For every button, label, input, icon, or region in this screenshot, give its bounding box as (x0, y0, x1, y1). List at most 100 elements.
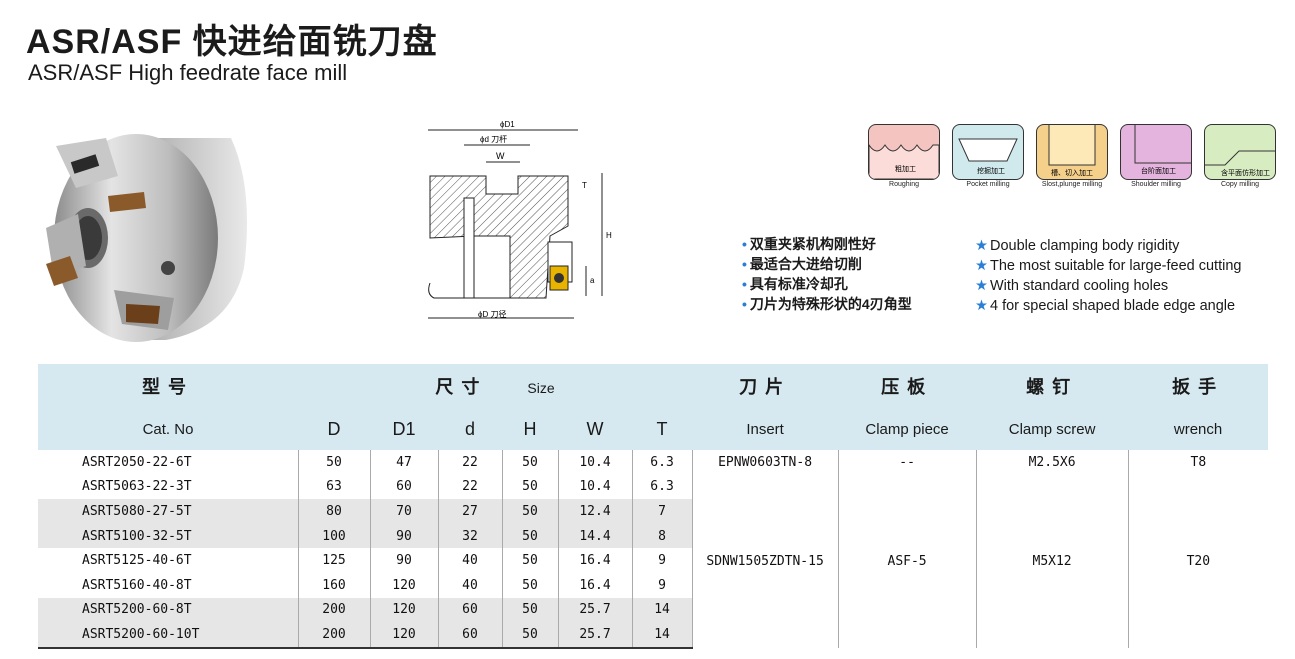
app-pocket-caption: Pocket milling (966, 181, 1010, 188)
shoulder-icon: 台阶面加工 (1120, 124, 1192, 180)
cell-T: 9 (631, 572, 693, 598)
header-screw-en: Clamp screw (976, 408, 1129, 450)
features-cn: •双重夹紧机构刚性好 •最适合大进给切削 •具有标准冷却孔 •刀片为特殊形状的4… (742, 234, 912, 314)
cell-D: 50 (297, 450, 370, 475)
cell-T: 9 (631, 548, 693, 573)
cell-D: 160 (297, 572, 370, 598)
table-header-en: Cat. No D D1 d H W T Insert Clamp piece … (38, 408, 1269, 450)
cell-H: 50 (501, 499, 558, 524)
cell-W: 16.4 (557, 548, 632, 573)
header-screw-cn: 螺钉 (976, 364, 1129, 408)
cell-D1: 120 (369, 597, 438, 623)
app-pocket: 挖掘加工 Pocket milling (952, 124, 1024, 188)
table-row: ASRT2050-22-6T 50 47 22 50 10.4 6.3 EPNW… (38, 450, 1269, 475)
cell-W: 25.7 (557, 622, 632, 649)
cell-d: 60 (437, 597, 502, 623)
cell-d: 60 (437, 622, 502, 649)
cell-cat: ASRT5125-40-6T (82, 553, 192, 569)
app-shoulder: 台阶面加工 Shoulder milling (1120, 124, 1192, 188)
svg-text:粗加工: 粗加工 (895, 164, 916, 173)
table-row: ASRT5160-40-8T 160 120 40 50 16.4 9 (38, 572, 1268, 598)
header-clamp-cn: 压板 (838, 364, 977, 408)
dimension-diagram: ϕD1 ϕd 刀杆 W ϕD 刀径 H T a (428, 120, 612, 319)
header-col-T: T (632, 408, 693, 450)
cell-insert: EPNW0603TN-8 (691, 450, 839, 475)
app-copy-caption: Copy milling (1220, 181, 1260, 188)
table-row: ASRT5200-60-10T 200 120 60 50 25.7 14 (38, 622, 1268, 649)
feature-en-item: ★The most suitable for large-feed cuttin… (975, 258, 1242, 274)
cell-D1: 60 (369, 474, 438, 500)
table-row: ASRT5200-60-8T 200 120 60 50 25.7 14 (38, 597, 1268, 623)
cell-T: 6.3 (631, 450, 693, 475)
header-col-D1: D1 (370, 408, 438, 450)
header-col-H: H (502, 408, 558, 450)
app-slot: 槽、切入加工 Slost,plunge milling (1036, 124, 1108, 188)
cell-H: 50 (501, 622, 558, 649)
face-mill-photo (46, 134, 248, 342)
cell-d: 22 (437, 474, 502, 500)
feature-cn-item: •最适合大进给切削 (742, 256, 862, 272)
cell-H: 50 (501, 450, 558, 475)
cell-W: 10.4 (557, 450, 632, 475)
header-insert-en: Insert (692, 408, 839, 450)
cell-T: 6.3 (631, 474, 693, 500)
feature-cn-item: •具有标准冷却孔 (742, 276, 848, 292)
cell-clamp: ASF-5 (837, 474, 977, 648)
cell-D: 200 (297, 622, 370, 649)
cell-cat: ASRT5063-22-3T (82, 479, 192, 495)
cell-H: 50 (501, 548, 558, 573)
slot-icon: 槽、切入加工 (1036, 124, 1108, 180)
roughing-icon: 粗加工 (868, 124, 940, 180)
cell-clamp: -- (837, 450, 977, 475)
cell-insert: SDNW1505ZDTN-15 (691, 474, 839, 648)
dd-label: ϕD 刀径 (478, 309, 506, 319)
cell-d: 40 (437, 548, 502, 573)
d1-label: ϕD1 (500, 120, 515, 129)
cell-H: 50 (501, 474, 558, 500)
cell-cat: ASRT5160-40-8T (82, 577, 192, 593)
feature-cn-item: •刀片为特殊形状的4刃角型 (742, 296, 912, 312)
cell-D: 125 (297, 548, 370, 573)
page-title-cn: ASR/ASF 快进给面铣刀盘 (26, 23, 438, 61)
cell-T: 7 (631, 499, 693, 524)
cell-D: 200 (297, 597, 370, 623)
cell-D1: 70 (369, 499, 438, 524)
svg-text:台阶面加工: 台阶面加工 (1141, 166, 1176, 175)
cell-cat: ASRT5100-32-5T (38, 523, 298, 549)
feature-en-item: ★With standard cooling holes (975, 278, 1169, 294)
cell-d: 32 (437, 523, 502, 549)
table-row: ASRT5100-32-5T 100 90 32 50 14.4 8 (38, 523, 1268, 549)
header-col-d: d (438, 408, 502, 450)
features-en: ★Double clamping body rigidity ★The most… (975, 236, 1241, 316)
page-title-en: ASR/ASF High feedrate face mill (28, 60, 348, 85)
cell-W: 14.4 (557, 523, 632, 549)
table-row: ASRT5125-40-6T 125 90 40 50 16.4 9 (38, 548, 1268, 573)
cell-cat: ASRT5200-60-10T (38, 622, 298, 649)
app-roughing: 粗加工 Roughing (868, 124, 940, 188)
cell-W: 12.4 (557, 499, 632, 524)
cell-wrench: T20 (1127, 474, 1269, 648)
header-wrench-en: wrench (1128, 408, 1269, 450)
app-copy: 含平面仿形加工 Copy milling (1204, 124, 1276, 188)
cell-cat: ASRT5200-60-8T (38, 597, 298, 623)
table-row: ASRT5080-27-5T 80 70 27 50 12.4 7 (38, 499, 1268, 524)
header-col-W: W (558, 408, 632, 450)
cell-D1: 120 (369, 572, 438, 598)
header-col-D: D (298, 408, 370, 450)
header-model-en: Cat. No (38, 408, 298, 450)
feature-cn-item: •双重夹紧机构刚性好 (742, 236, 876, 252)
cell-T: 14 (631, 622, 693, 649)
header-insert-cn: 刀片 (692, 364, 839, 408)
pocket-icon: 挖掘加工 (952, 124, 1024, 180)
cell-screw: M5X12 (975, 474, 1129, 648)
header-wrench-cn: 扳手 (1128, 364, 1269, 408)
cell-W: 16.4 (557, 572, 632, 598)
application-icons: 粗加工 Roughing 挖掘加工 Pocket milling 槽、切入加工 … (868, 124, 1278, 204)
cell-d: 22 (437, 450, 502, 475)
table-row: ASRT5063-22-3T 63 60 22 50 10.4 6.3 SDNW… (38, 474, 1269, 648)
app-roughing-caption: Roughing (889, 181, 919, 188)
cell-D1: 90 (369, 523, 438, 549)
